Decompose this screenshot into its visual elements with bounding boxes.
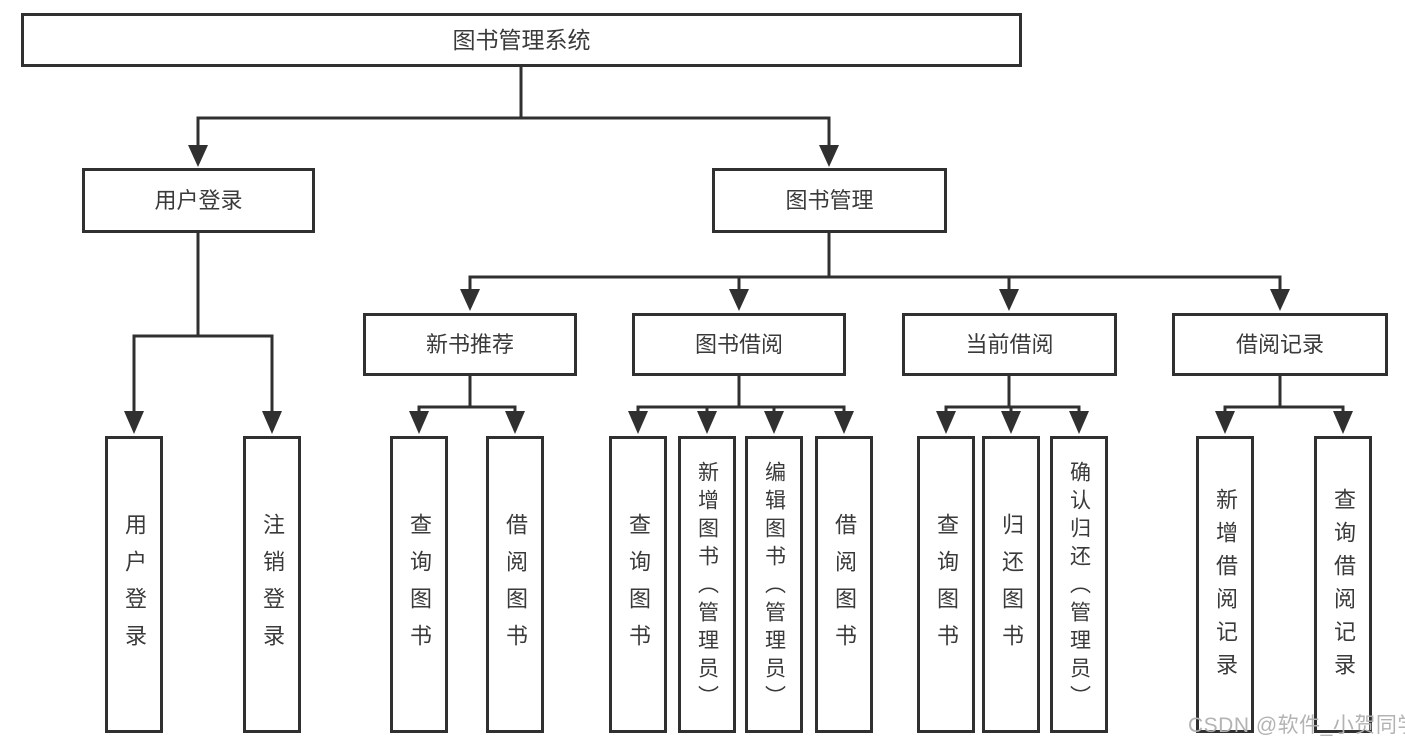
- edge-level2-rail: [196, 116, 831, 148]
- arrowhead: [124, 411, 144, 434]
- arrowhead: [628, 411, 648, 434]
- arrowhead: [1001, 411, 1021, 434]
- node-records-add-borrow-record: 新增借阅记录: [1196, 436, 1254, 733]
- node-user-login-branch: 用户登录: [82, 168, 315, 233]
- node-current-query-books: 查询图书: [917, 436, 975, 733]
- node-recommend-borrow-books: 借阅图书: [486, 436, 544, 733]
- node-current-borrowing: 当前借阅: [902, 313, 1117, 376]
- edge-borrowing-branch: [636, 376, 846, 421]
- node-current-confirm-return-admin: 确认归还（管理员）: [1050, 436, 1108, 733]
- arrowhead: [1069, 411, 1089, 434]
- node-borrowing-edit-books-admin: 编辑图书（管理员）: [745, 436, 803, 733]
- arrowhead: [764, 411, 784, 434]
- arrowhead: [505, 411, 525, 434]
- arrowhead: [1215, 411, 1235, 434]
- arrowhead: [1333, 411, 1353, 434]
- arrowhead: [1270, 289, 1290, 311]
- node-current-return-books: 归还图书: [982, 436, 1040, 733]
- arrowhead: [409, 411, 429, 434]
- arrowhead: [936, 411, 956, 434]
- node-borrowing-query-books: 查询图书: [609, 436, 667, 733]
- edge-user-login-branch: [132, 233, 274, 418]
- edge-recommend-branch: [417, 376, 517, 421]
- arrowhead: [999, 289, 1019, 311]
- node-book-borrowing: 图书借阅: [632, 313, 846, 376]
- node-logout: 注销登录: [243, 436, 301, 733]
- arrowhead: [729, 289, 749, 311]
- watermark: CSDN @软件_小贺同学: [1188, 714, 1405, 737]
- arrowhead: [460, 289, 480, 311]
- arrowhead: [262, 411, 282, 434]
- node-recommend-query-books: 查询图书: [390, 436, 448, 733]
- arrowhead: [697, 411, 717, 434]
- node-book-management-system: 图书管理系统: [21, 13, 1022, 67]
- node-book-management-branch: 图书管理: [712, 168, 947, 233]
- edge-records-branch: [1223, 376, 1345, 421]
- node-borrowing-add-books-admin: 新增图书（管理员）: [678, 436, 736, 733]
- node-user-login: 用户登录: [105, 436, 163, 733]
- arrowhead: [834, 411, 854, 434]
- edge-level3-rail: [468, 233, 1282, 293]
- arrowhead: [188, 145, 208, 167]
- arrowhead: [819, 145, 839, 167]
- node-borrowing-borrow-books: 借阅图书: [815, 436, 873, 733]
- node-new-book-recommend: 新书推荐: [363, 313, 577, 376]
- node-borrowing-records: 借阅记录: [1172, 313, 1388, 376]
- node-records-query-borrow-record: 查询借阅记录: [1314, 436, 1372, 733]
